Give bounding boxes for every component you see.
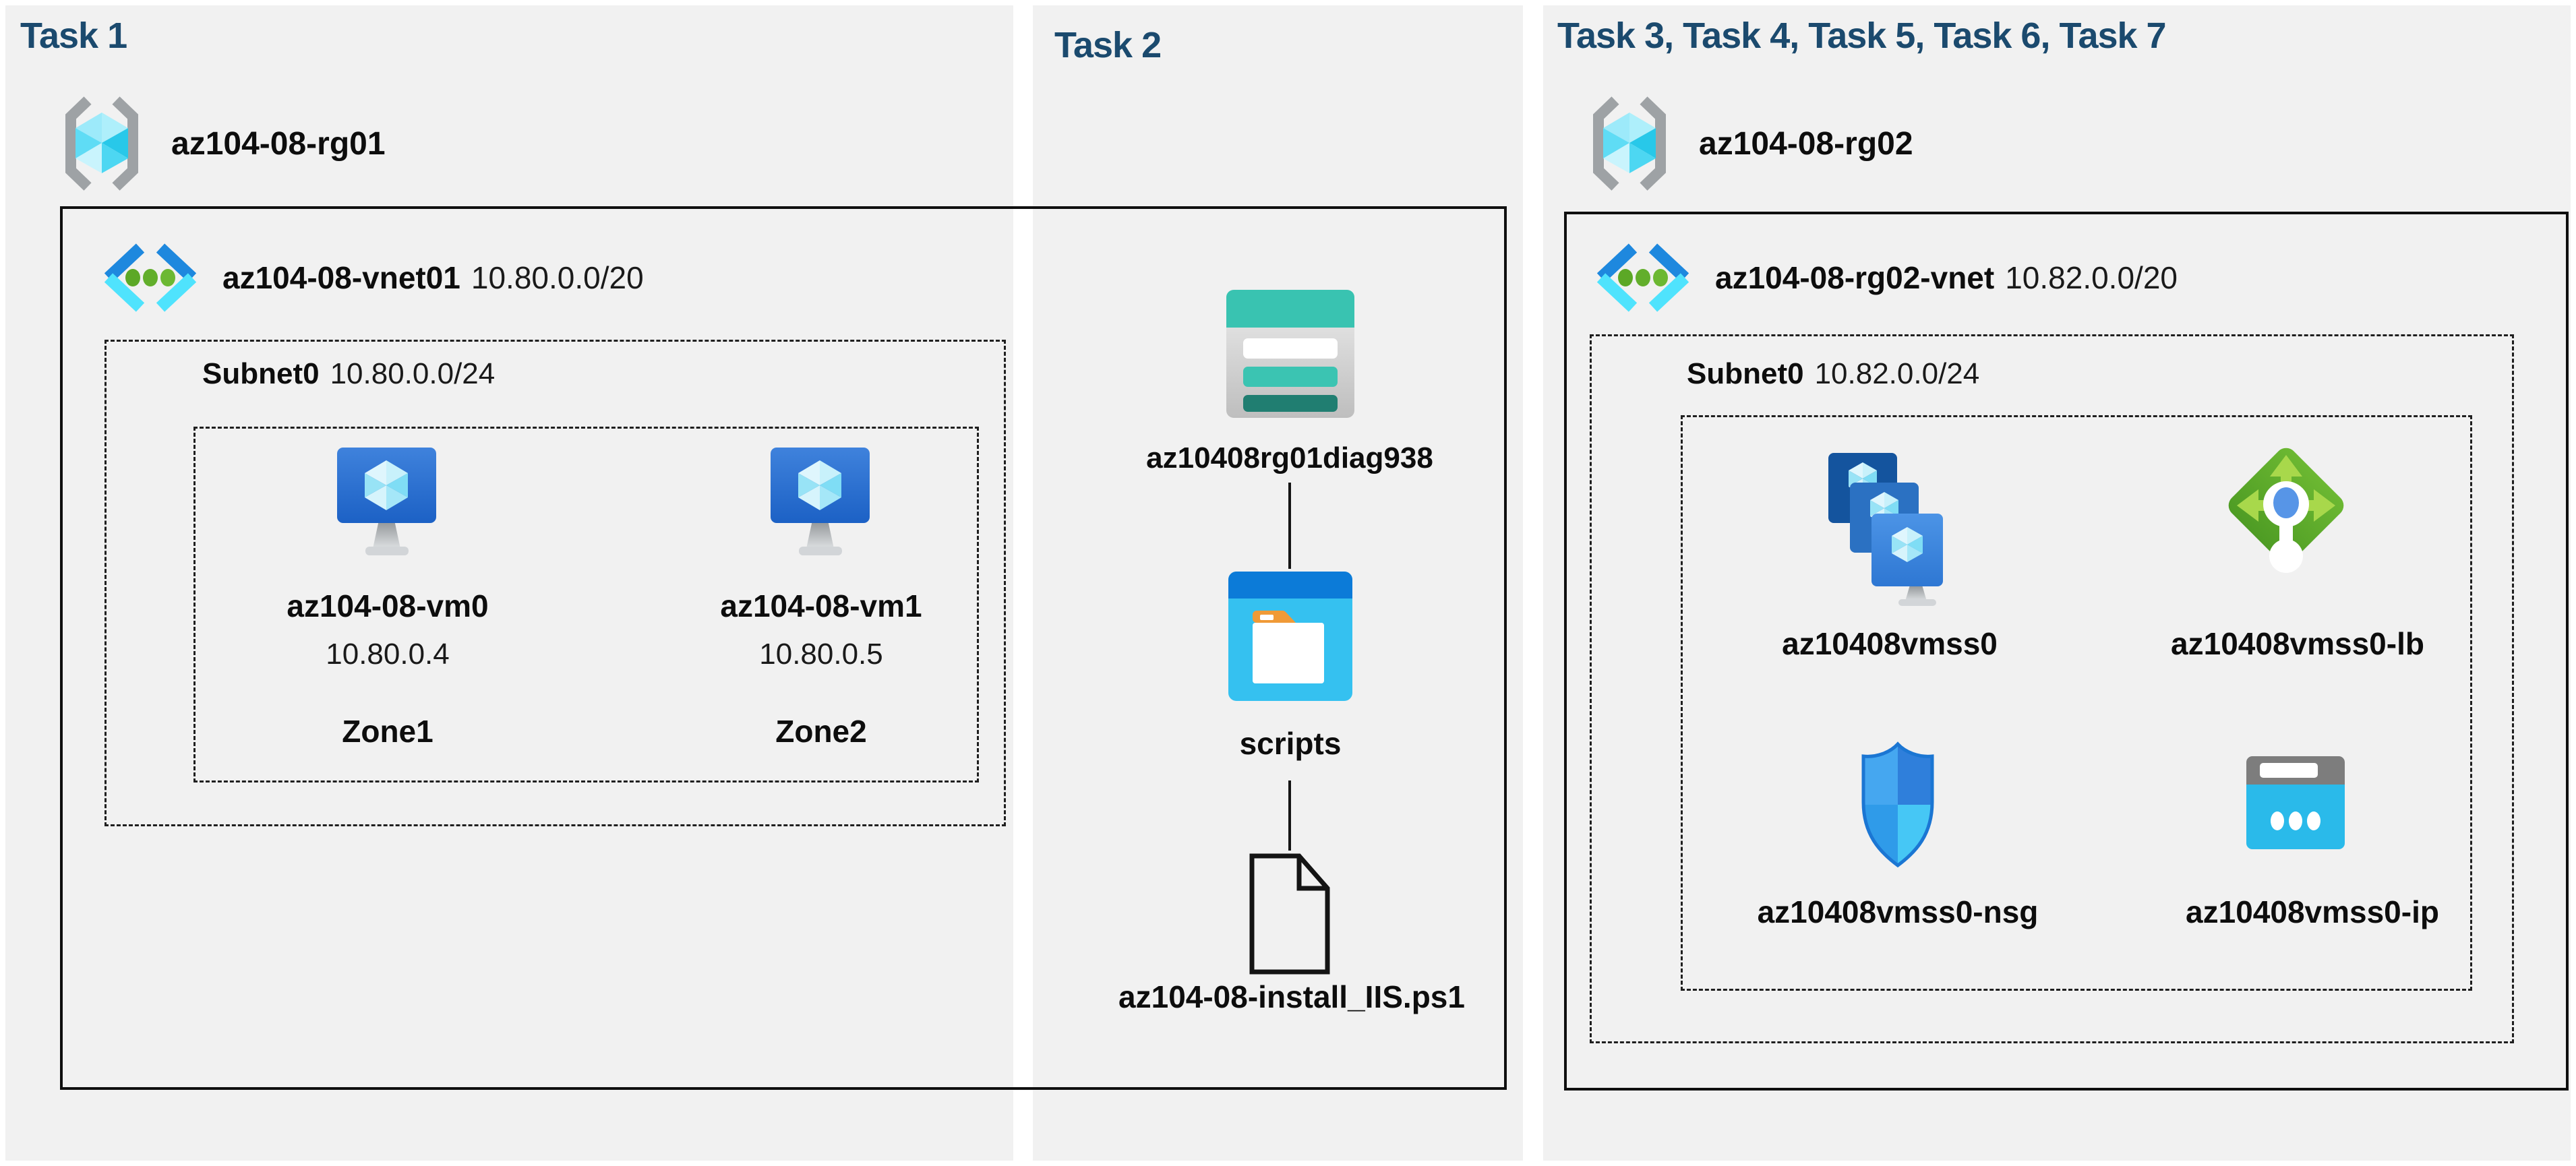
script-file-name: az104-08-install_IIS.ps1 <box>1118 979 1465 1014</box>
subnet2-box <box>1590 334 2514 1043</box>
resource-group-2-name: az104-08-rg02 <box>1699 125 1913 162</box>
vm1-name: az104-08-vm1 <box>720 588 922 623</box>
vnet2-label: az104-08-rg02-vnet 10.82.0.0/20 <box>1715 259 2178 296</box>
resource-group-icon <box>1593 96 1666 191</box>
vm0-name: az104-08-vm0 <box>287 588 489 623</box>
subnet2-cidr: 10.82.0.0/24 <box>1814 357 1980 390</box>
vmss-name: az10408vmss0 <box>1782 626 1998 661</box>
subnet1-box <box>104 340 1006 826</box>
virtual-machine-icon <box>337 448 436 555</box>
virtual-network-icon <box>104 243 197 312</box>
vm1-ip: 10.80.0.5 <box>759 638 883 671</box>
task3-panel <box>1543 5 2571 1161</box>
subnet2-name: Subnet0 <box>1687 357 1804 390</box>
vm0-zone: Zone1 <box>342 714 433 749</box>
load-balancer-name: az10408vmss0-lb <box>2171 626 2424 661</box>
subnet2-label: Subnet0 10.82.0.0/24 <box>1687 357 1979 391</box>
vnet2-cidr: 10.82.0.0/20 <box>2005 260 2178 295</box>
storage-account-name: az10408rg01diag938 <box>1146 441 1433 474</box>
vnet1-cidr: 10.80.0.0/20 <box>471 260 644 295</box>
vm0-ip: 10.80.0.4 <box>326 638 450 671</box>
connector-storage-to-folder <box>1288 483 1291 569</box>
virtual-machine-icon <box>771 448 870 555</box>
subnet1-label: Subnet0 10.80.0.0/24 <box>202 357 495 391</box>
vnet2-header: az104-08-rg02-vnet 10.82.0.0/20 <box>1591 241 2178 314</box>
vnet1-header: az104-08-vnet01 10.80.0.0/20 <box>98 241 644 314</box>
resource-group-2: az104-08-rg02 <box>1584 94 1913 193</box>
task1-panel <box>5 5 1013 1161</box>
subnet1-cidr: 10.80.0.0/24 <box>330 357 496 390</box>
task3-title: Task 3, Task 4, Task 5, Task 6, Task 7 <box>1557 16 2167 56</box>
vmss-resources-box <box>1681 415 2472 991</box>
public-ip-icon <box>2246 756 2345 849</box>
vm-scale-set-icon <box>1828 453 1943 606</box>
virtual-network-icon <box>1596 243 1689 312</box>
resource-group-1: az104-08-rg01 <box>57 94 386 193</box>
load-balancer-icon <box>2228 448 2344 573</box>
task2-title: Task 2 <box>1054 25 1162 65</box>
container-name: scripts <box>1239 726 1342 761</box>
vnet1-boundary-box <box>60 206 1507 1090</box>
vm-zone-box <box>193 427 979 783</box>
vnet1-name: az104-08-vnet01 <box>222 260 460 295</box>
script-file-icon <box>1249 853 1330 975</box>
network-security-group-icon <box>1861 741 1934 868</box>
vnet1-label: az104-08-vnet01 10.80.0.0/20 <box>222 259 644 296</box>
resource-group-1-name: az104-08-rg01 <box>171 125 386 162</box>
task1-title: Task 1 <box>20 16 127 56</box>
storage-account-icon <box>1226 290 1354 418</box>
vnet2-boundary-box <box>1564 212 2569 1091</box>
resource-group-icon <box>65 96 138 191</box>
vm1-zone: Zone2 <box>775 714 867 749</box>
vnet2-name: az104-08-rg02-vnet <box>1715 260 1995 295</box>
subnet1-name: Subnet0 <box>202 357 320 390</box>
nsg-name: az10408vmss0-nsg <box>1757 894 2039 929</box>
connector-folder-to-file <box>1288 780 1291 851</box>
public-ip-name: az10408vmss0-ip <box>2186 894 2439 929</box>
blob-container-icon <box>1228 572 1352 701</box>
